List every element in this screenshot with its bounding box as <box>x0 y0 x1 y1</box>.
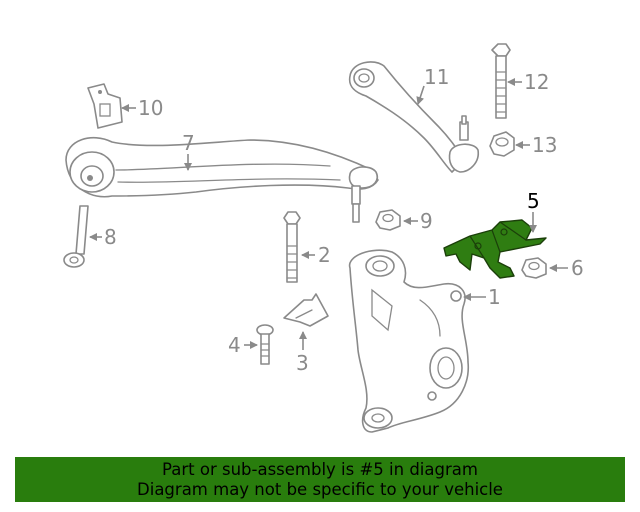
banner-line-part: Part or sub-assembly is #5 in diagram <box>162 460 478 479</box>
callout-2: 2 <box>318 243 331 267</box>
banner-line-disclaimer: Diagram may not be specific to your vehi… <box>137 480 503 499</box>
info-banner: Part or sub-assembly is #5 in diagram Di… <box>15 457 625 502</box>
callout-5: 5 <box>527 189 540 213</box>
part-13-nut <box>489 131 515 157</box>
part-3-clip <box>283 293 329 327</box>
part-8-bolt <box>63 205 89 268</box>
part-10-bracket <box>87 83 123 129</box>
callout-10: 10 <box>138 96 163 120</box>
part-1-knuckle <box>349 249 470 433</box>
callout-3: 3 <box>296 351 309 375</box>
callout-1: 1 <box>488 285 501 309</box>
callout-4: 4 <box>228 333 241 357</box>
callout-6: 6 <box>571 256 584 280</box>
parts-diagram: 1 2 3 4 5 6 7 8 9 10 11 12 13 <box>63 43 584 433</box>
part-5-bracket-highlighted <box>443 219 547 279</box>
callout-13: 13 <box>532 133 557 157</box>
callout-8: 8 <box>104 225 117 249</box>
part-4-bolt <box>256 324 274 365</box>
callout-9: 9 <box>420 209 433 233</box>
callout-7: 7 <box>182 131 195 155</box>
part-12-bolt <box>491 43 511 119</box>
leader-lines <box>89 78 568 350</box>
part-2-bolt <box>283 211 301 283</box>
part-11-upper-arm <box>348 61 480 173</box>
part-9-nut <box>375 209 401 231</box>
callout-12: 12 <box>524 70 549 94</box>
part-7-control-arm <box>65 136 379 223</box>
callout-11: 11 <box>424 65 449 89</box>
part-6-nut <box>521 257 547 279</box>
